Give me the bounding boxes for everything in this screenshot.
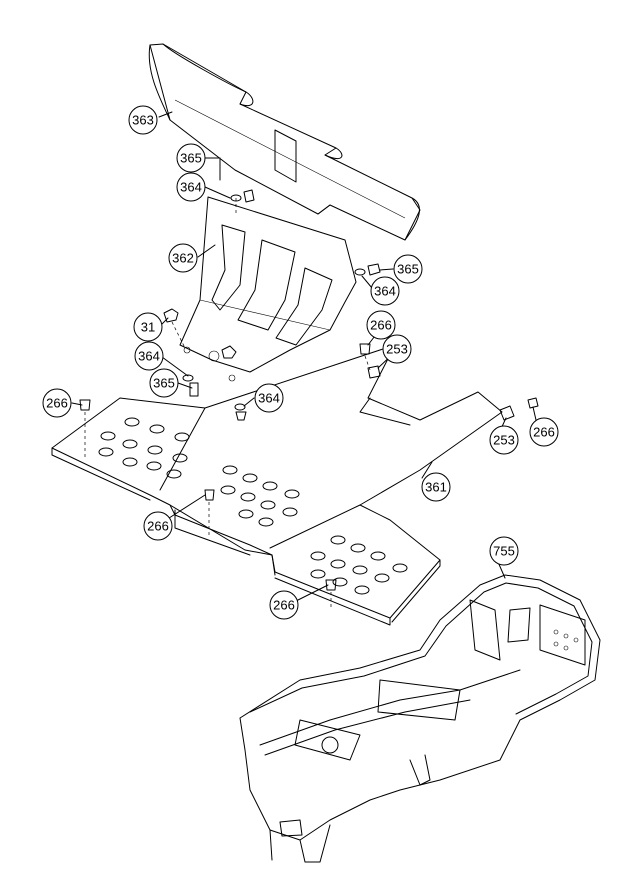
callout-253-label: 253: [386, 342, 408, 357]
callout-364-label: 364: [258, 391, 280, 406]
callout-365-label: 365: [153, 376, 175, 391]
callout-365: 365: [176, 143, 206, 173]
callout-755: 755: [489, 536, 519, 566]
callout-253-label: 253: [493, 433, 515, 448]
part-363-tunnel-cover: [148, 43, 421, 241]
callout-365-label: 365: [397, 262, 419, 277]
callout-361: 361: [421, 472, 451, 502]
callout-266-label: 266: [370, 318, 392, 333]
callout-253: 253: [489, 425, 519, 455]
callout-364-label: 364: [138, 349, 160, 364]
callout-363: 363: [128, 105, 158, 135]
callout-755-label: 755: [493, 544, 515, 559]
callout-365: 365: [149, 368, 179, 398]
callout-253: 253: [382, 334, 412, 364]
callout-266: 266: [366, 310, 396, 340]
callout-266-label: 266: [273, 598, 295, 613]
callout-365-label: 365: [180, 151, 202, 166]
callout-364: 364: [254, 383, 284, 413]
callout-266: 266: [143, 511, 173, 541]
callout-266-label: 266: [147, 519, 169, 534]
callout-266: 266: [269, 590, 299, 620]
callout-364: 364: [370, 276, 400, 306]
callout-364: 364: [176, 172, 206, 202]
part-362-front-shield: [179, 196, 357, 382]
callout-266-label: 266: [46, 396, 68, 411]
callout-363-label: 363: [132, 113, 154, 128]
callout-266-label: 266: [533, 425, 555, 440]
callout-365: 365: [393, 254, 423, 284]
callout-266: 266: [529, 417, 559, 447]
callout-266: 266: [42, 388, 72, 418]
callout-364-label: 364: [180, 180, 202, 195]
part-755-frame: [239, 574, 601, 863]
callout-364-label: 364: [374, 284, 396, 299]
callout-361-label: 361: [425, 480, 447, 495]
hardware-fasteners: [79, 189, 539, 610]
callout-31: 31: [133, 312, 163, 342]
callout-364: 364: [134, 341, 164, 371]
callout-362-label: 362: [172, 251, 194, 266]
callout-362: 362: [168, 243, 198, 273]
callout-31-label: 31: [141, 320, 155, 335]
part-361-floor-pan: [51, 344, 503, 626]
